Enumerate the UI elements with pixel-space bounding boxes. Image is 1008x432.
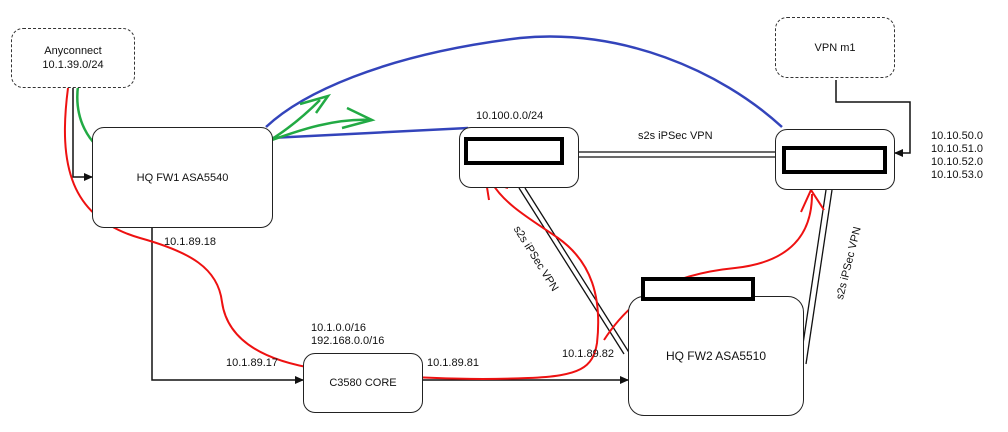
edge-fw1-core [151,228,304,384]
vpn-m1-node[interactable]: VPN m1 [775,17,895,78]
tunnel-mid [518,187,631,355]
hq-fw1-node[interactable]: HQ FW1 ASA5540 [92,127,273,228]
red-arrowhead-2 [800,187,825,213]
blue-path [265,35,783,128]
tunnel-right [799,189,833,365]
remote-networks-label: 10.10.50.0 10.10.51.0 10.10.52.0 10.10.5… [931,130,983,181]
c3580-core-node[interactable]: C3580 CORE [303,353,423,413]
hq-fw2-label: HQ FW2 ASA5510 [665,349,767,363]
interface-slot-right [782,146,887,174]
s2s-vpn-label-top: s2s iPSec VPN [638,130,713,142]
c3580-core-label: C3580 CORE [329,377,397,389]
fw2-left-ip-label: 10.1.89.82 [562,348,614,360]
hq-fw1-label: HQ FW1 ASA5540 [136,171,229,184]
edge-vpnm1-right [835,80,911,157]
anyconnect-label: Anyconnect 10.1.39.0/24 [42,45,104,71]
hq-fw2-node[interactable]: HQ FW2 ASA5510 [628,296,804,416]
tunnel-top [579,151,775,158]
core-right-ip-label: 10.1.89.81 [427,357,479,369]
green-arrowhead-1 [299,93,332,114]
interface-slot-fw2 [641,277,755,301]
blue-path-low [269,126,469,140]
green-arrowhead-2 [341,106,376,130]
vpn-m1-label: VPN m1 [814,41,856,54]
fw1-down-ip-label: 10.1.89.18 [164,236,216,248]
core-networks-label: 10.1.0.0/16 192.168.0.0/16 [311,322,385,347]
anyconnect-node[interactable]: Anyconnect 10.1.39.0/24 [11,28,135,88]
network-label-10-100: 10.100.0.0/24 [476,110,544,122]
core-left-ip-label: 10.1.89.17 [226,357,278,369]
green-path-2 [271,118,373,142]
interface-slot-left [464,137,564,165]
edge-anyconnect-fw1 [72,88,93,181]
